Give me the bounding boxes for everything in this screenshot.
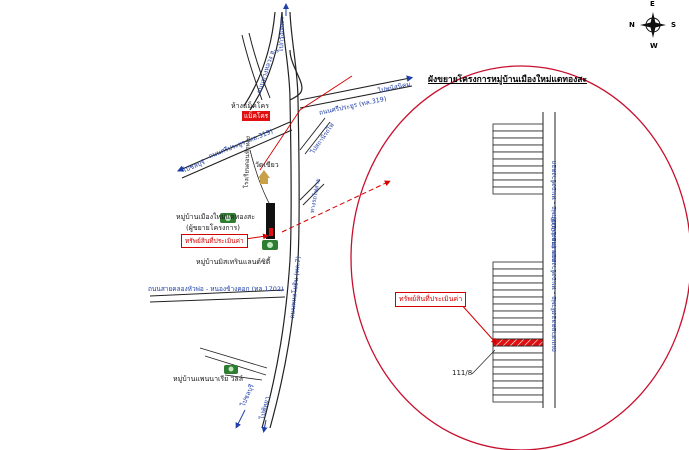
road-label-top: ไปกรุงเทพฯ [276, 17, 287, 53]
bottom-arrow [261, 419, 268, 433]
lot-number-label: 111/8 [452, 369, 473, 377]
lot-number-leader [471, 349, 496, 375]
left-vertical-road [241, 32, 271, 101]
school-label: โรงเรียนดอนฟักทอง [242, 135, 252, 189]
mall-label: ห้างแม็คโคร [231, 102, 269, 110]
railway-line [259, 75, 353, 171]
park-icon [220, 213, 236, 223]
inset-ellipse [350, 65, 689, 450]
road-1702 [149, 289, 286, 303]
compass-n: N [629, 21, 635, 29]
village2-label: หมู่บ้านมิสเทรินแลนด์ซิตี้ [196, 258, 271, 266]
pointer-line [281, 180, 391, 233]
compass-s: S [671, 21, 677, 29]
subject-highlight [269, 228, 273, 236]
temple-icon [258, 170, 270, 184]
project-sub-label: (ผู้ขยายโครงการ) [186, 224, 241, 232]
small-diag-road [299, 117, 331, 155]
main-highway [261, 11, 300, 429]
inset-lots [492, 123, 544, 403]
park-icon [224, 365, 238, 374]
compass-w: W [650, 42, 658, 50]
top-branch-road [243, 11, 303, 111]
left-diag-road [176, 121, 293, 179]
subject-label: ทรัพย์สินที่ประเมินค่า [181, 234, 248, 248]
inset-road [542, 112, 556, 408]
park-icon [262, 240, 278, 250]
station-road [299, 179, 325, 206]
compass-icon [640, 12, 666, 38]
upper-right-road [299, 75, 414, 109]
temple-lane [249, 149, 271, 206]
inset-title: ผังขยายโครงการหมู่บ้านเมืองใหม่แดทองสะ [428, 75, 588, 85]
compass-e: E [650, 0, 655, 8]
road-label-1702: ถนนสายคลองหัวพ่อ - หนองข้างคอก (ทล.1702) [148, 285, 284, 293]
temple-label: วัดเขียว [255, 161, 279, 169]
subject-block [266, 203, 275, 239]
inset-subject-pointer [459, 302, 498, 345]
mall-tag: แม็คโคร [242, 111, 271, 121]
inset-subject-label: ทรัพย์สินที่ประเมินค่า [395, 292, 467, 307]
inset-subject-lot [492, 338, 544, 347]
inset-road-label-2: ถนนสายคลองหัวพ่อ - หนองข้างคอก (ทล.1702) [550, 216, 558, 352]
village3-label: หมู่บ้านแพนนาเรีย วิลล์ [173, 375, 244, 383]
bottom-left-arrow [235, 409, 246, 429]
project-label: หมู่บ้านเมืองใหม่แดทองสะ [176, 213, 255, 221]
